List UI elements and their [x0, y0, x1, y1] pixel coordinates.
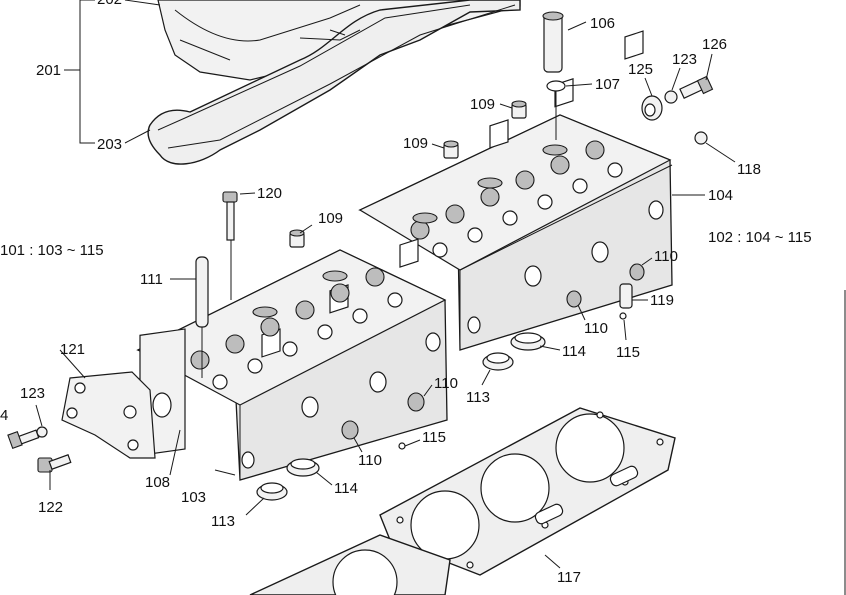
label-108: 108	[145, 474, 170, 491]
label-123-right: 123	[672, 51, 697, 68]
label-115-left: 115	[422, 429, 446, 446]
label-104: 104	[708, 187, 733, 204]
label-110-l2: 110	[358, 452, 382, 469]
bush-110-l2	[341, 420, 359, 440]
label-124: 4	[0, 407, 8, 424]
part-labels: 202 201 203 106 107 109 109 109 125 123 …	[0, 0, 812, 586]
plug-118	[694, 131, 708, 145]
seal-113-left	[256, 482, 288, 501]
label-110-r2: 110	[584, 320, 608, 337]
label-110-l1: 110	[434, 375, 458, 392]
label-102-range: 102 : 104 ~ 115	[708, 229, 812, 246]
head-gasket-117	[379, 407, 676, 576]
label-115-right: 115	[616, 344, 640, 361]
cylinder-head-103	[136, 238, 448, 481]
label-120: 120	[257, 185, 282, 202]
head-gasket-lower	[249, 534, 451, 595]
label-106: 106	[590, 15, 615, 32]
bush-110-l1	[407, 392, 425, 412]
label-119: 119	[650, 292, 674, 309]
bush-110-r2	[566, 290, 582, 308]
cylinder-head-104	[358, 30, 673, 351]
label-113-right: 113	[466, 389, 490, 406]
label-111: 111	[140, 271, 163, 288]
cap-109-mid	[443, 140, 459, 159]
seal-113-right	[482, 352, 514, 371]
bracket-121	[61, 371, 156, 459]
pin-115-right	[619, 312, 627, 320]
label-109-mid: 109	[403, 135, 428, 152]
injector-sleeve-106	[542, 11, 564, 73]
label-109-left: 109	[318, 210, 343, 227]
label-107: 107	[595, 76, 620, 93]
label-114-left: 114	[334, 480, 358, 497]
label-114-right: 114	[562, 343, 586, 360]
pin-115-left	[398, 442, 406, 450]
dowel-119	[619, 283, 633, 309]
o-ring-107	[546, 80, 566, 92]
bush-110-r1	[629, 263, 645, 281]
cover-gasket-203	[147, 0, 521, 165]
label-202: 202	[97, 0, 122, 8]
label-118: 118	[737, 161, 761, 178]
cap-109-left	[289, 229, 305, 248]
label-103: 103	[181, 489, 206, 506]
label-123-left: 123	[20, 385, 45, 402]
washer-123-right	[664, 90, 678, 104]
bolt-122	[37, 454, 72, 473]
label-122: 122	[38, 499, 63, 516]
bolt-126	[679, 75, 714, 99]
label-201: 201	[36, 62, 61, 79]
label-110-r1: 110	[654, 248, 678, 265]
bolt-120	[222, 191, 238, 241]
label-109-top: 109	[470, 96, 495, 113]
leader-201	[79, 0, 95, 144]
seal-114-left	[286, 458, 320, 477]
label-101-range: 101 : 103 ~ 115	[0, 242, 104, 259]
label-203: 203	[97, 136, 122, 153]
pin-111	[195, 256, 209, 328]
label-121: 121	[60, 341, 85, 358]
cap-109-top	[511, 100, 527, 119]
seal-114-right	[510, 332, 546, 351]
leader-lines	[35, 21, 736, 569]
label-113-left: 113	[211, 513, 235, 530]
bolt-124	[7, 429, 40, 449]
label-126: 126	[702, 36, 727, 53]
label-125: 125	[628, 61, 653, 78]
fitting-125	[641, 95, 663, 121]
label-117: 117	[557, 569, 581, 586]
washer-123-left	[36, 426, 48, 438]
